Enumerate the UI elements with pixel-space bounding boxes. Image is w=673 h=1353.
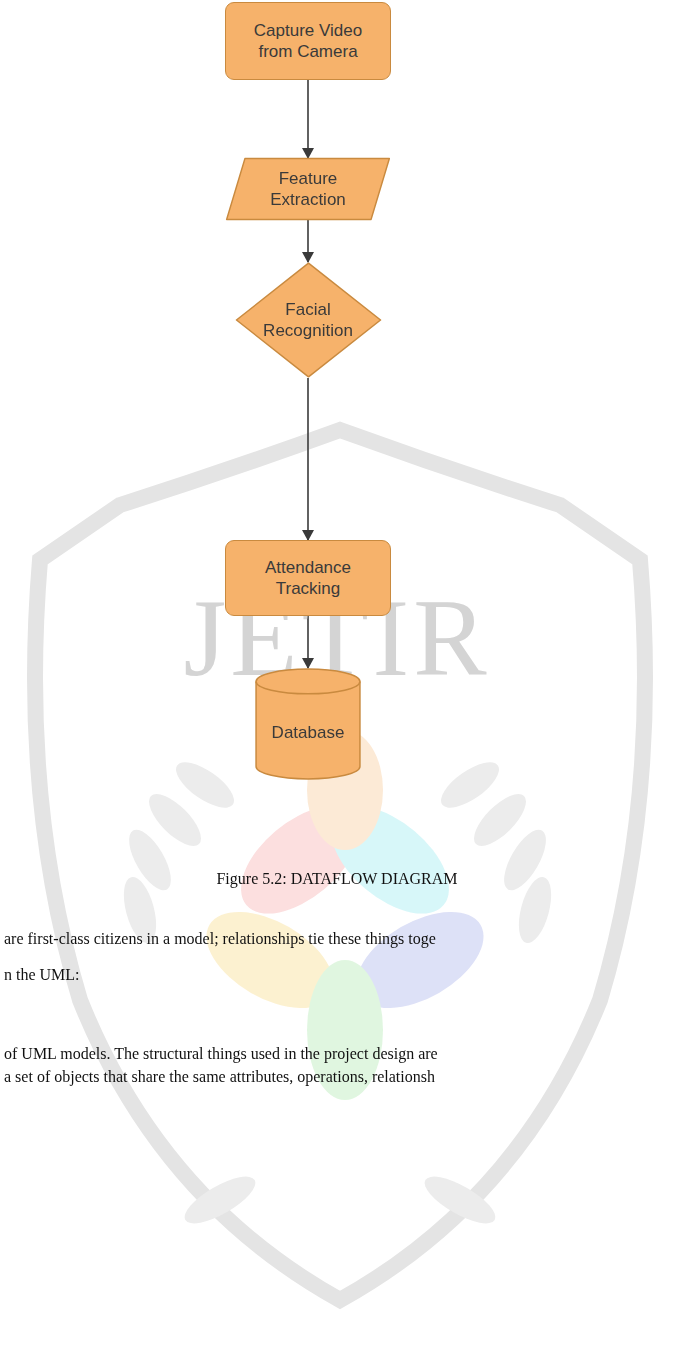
node-text: Attendance Tracking — [240, 557, 376, 600]
node-text: Database — [262, 722, 355, 743]
watermark-shield — [35, 430, 645, 1300]
figure-caption: Figure 5.2: DATAFLOW DIAGRAM — [216, 870, 457, 888]
outline-path — [256, 669, 360, 779]
outline-path — [236, 263, 380, 377]
body-text: n the UML: — [4, 966, 80, 984]
process-box: Attendance Tracking — [225, 540, 391, 616]
watermark-petals — [190, 730, 499, 1100]
node-outline — [235, 262, 382, 378]
node-text: Capture Video from Camera — [240, 20, 376, 63]
cylinder-rim — [256, 681, 360, 693]
flow-arrow — [307, 220, 309, 262]
body-text: are first-class citizens in a model; rel… — [4, 930, 436, 948]
flow-arrow — [307, 378, 309, 540]
outline-path — [227, 159, 390, 220]
flow-arrow — [307, 80, 309, 158]
node-text: Feature Extraction — [249, 168, 368, 211]
body-text: of UML models. The structural things use… — [4, 1045, 438, 1063]
decision-diamond: Facial Recognition — [235, 262, 382, 378]
node-outline — [225, 158, 391, 220]
process-box: Capture Video from Camera — [225, 2, 391, 80]
io-parallelogram: Feature Extraction — [225, 158, 391, 220]
body-text: a set of objects that share the same att… — [4, 1068, 435, 1086]
node-text: Facial Recognition — [261, 299, 355, 342]
database-cylinder: Database — [255, 668, 361, 780]
